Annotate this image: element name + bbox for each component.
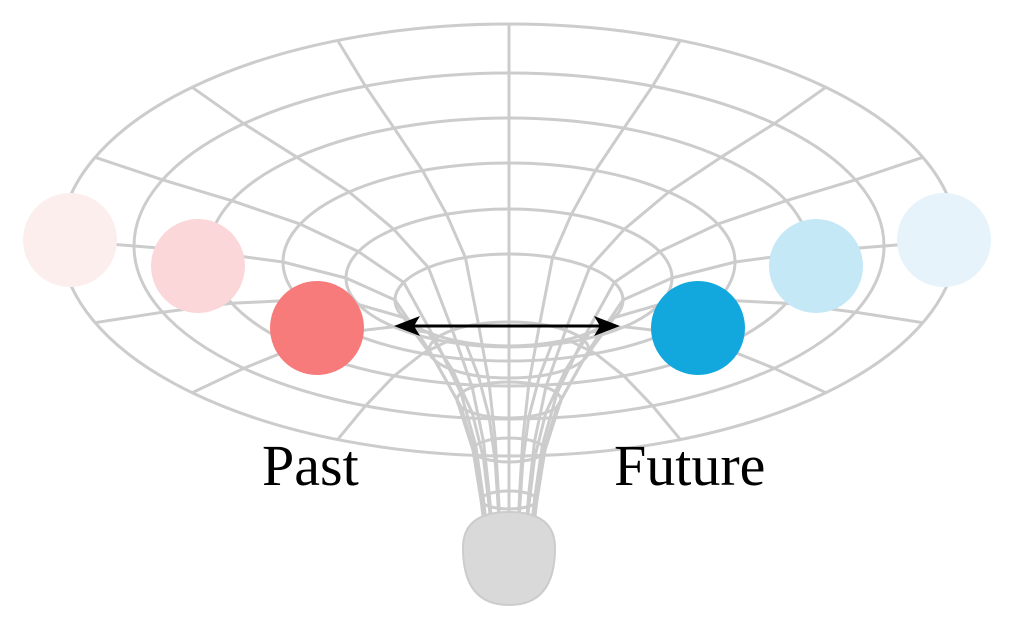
past-sphere bbox=[23, 193, 117, 287]
funnel-ring bbox=[479, 489, 539, 511]
double-headed-arrow-icon bbox=[394, 316, 620, 336]
funnel-bottom-cap bbox=[461, 510, 557, 607]
past-sphere bbox=[270, 281, 364, 375]
funnel-ring bbox=[471, 436, 547, 464]
future-sphere bbox=[897, 193, 991, 287]
past-sphere bbox=[151, 219, 245, 313]
funnel-ring bbox=[281, 161, 737, 363]
funnel-ring bbox=[427, 320, 591, 380]
time-spheres bbox=[23, 193, 991, 375]
future-sphere bbox=[769, 219, 863, 313]
past-label: Past bbox=[262, 433, 359, 498]
arrow-head-right bbox=[594, 316, 620, 336]
arrow-head-left bbox=[394, 316, 420, 336]
future-label: Future bbox=[614, 433, 766, 498]
future-sphere bbox=[651, 281, 745, 375]
funnel-ring bbox=[393, 252, 625, 348]
funnel-bottom-cap-fill bbox=[461, 510, 557, 607]
funnel-ring bbox=[455, 380, 563, 420]
